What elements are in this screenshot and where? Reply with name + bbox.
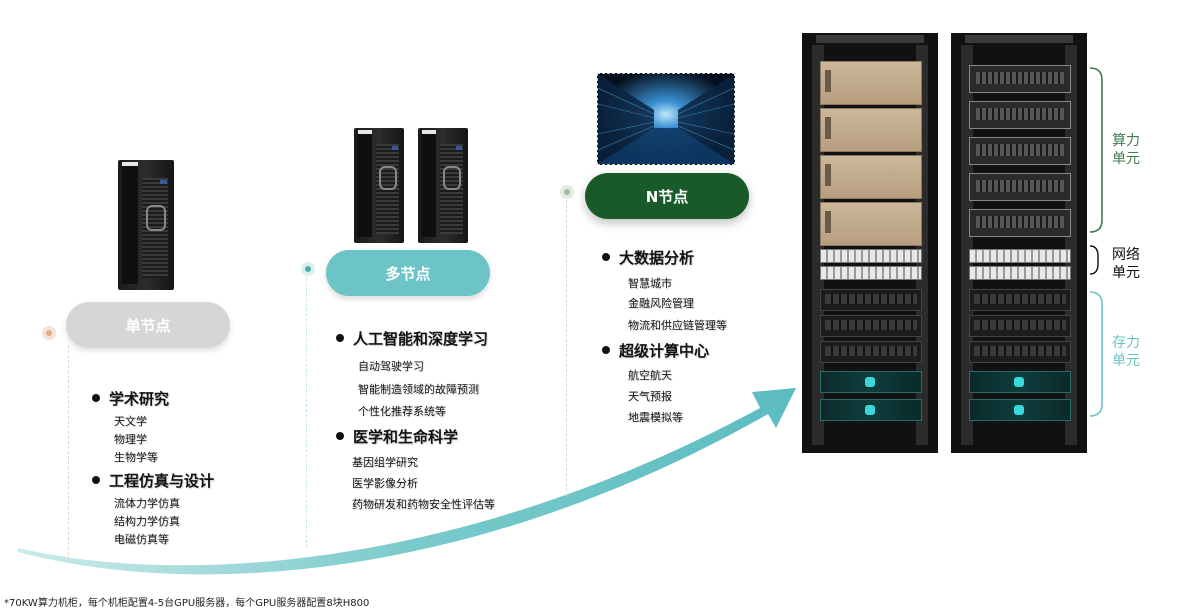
stage1-group1-title: 学术研究 [92, 388, 169, 409]
multi-node-server-image-1 [354, 128, 404, 243]
single-node-server-image [118, 160, 174, 290]
network-switch [820, 249, 922, 263]
timeline-line-3 [566, 200, 567, 496]
stage1-group1-item: 生物学等 [114, 451, 158, 464]
stage3-group1-title: 大数据分析 [602, 247, 694, 268]
rack-brackets [1089, 67, 1103, 417]
stage2-group1-item: 自动驾驶学习 [358, 360, 424, 373]
gpu-server [969, 101, 1071, 129]
stage1-group2-item: 流体力学仿真 [114, 497, 180, 510]
storage-server [820, 341, 922, 363]
gpu-server [969, 65, 1071, 93]
server-rack-2 [951, 33, 1087, 453]
stage3-group2-item: 航空航天 [628, 369, 672, 382]
gpu-server [820, 155, 922, 199]
gpu-server [820, 202, 922, 246]
single-node-pill: 单节点 [66, 302, 230, 348]
stage3-group2-item: 地震模拟等 [628, 411, 683, 424]
storage-server [969, 371, 1071, 393]
stage2-group1-title: 人工智能和深度学习 [336, 328, 488, 349]
storage-server [969, 399, 1071, 421]
storage-unit-label: 存力单元 [1112, 335, 1140, 369]
network-unit-label: 网络单元 [1112, 247, 1140, 281]
storage-server [820, 399, 922, 421]
stage1-group1-item: 物理学 [114, 433, 147, 446]
stage2-group2-item: 药物研发和药物安全性评估等 [352, 498, 495, 511]
multi-node-pill: 多节点 [326, 250, 490, 296]
data-center-image [597, 73, 735, 165]
storage-server [969, 289, 1071, 311]
stage1-group2-title: 工程仿真与设计 [92, 470, 214, 491]
stage2-group2-title: 医学和生命科学 [336, 426, 458, 447]
stage1-group2-item: 电磁仿真等 [114, 533, 169, 546]
network-switch [820, 266, 922, 280]
network-switch [969, 249, 1071, 263]
timeline-line-2 [306, 278, 307, 548]
stage3-group1-item: 智慧城市 [628, 277, 672, 290]
storage-server [969, 315, 1071, 337]
gpu-server [969, 137, 1071, 165]
stage2-group2-item: 医学影像分析 [352, 477, 418, 490]
stage3-group2-title: 超级计算中心 [602, 340, 709, 361]
gpu-server [969, 209, 1071, 237]
stage1-group1-item: 天文学 [114, 415, 147, 428]
stage3-group1-item: 物流和供应链管理等 [628, 319, 727, 332]
stage3-group1-item: 金融风险管理 [628, 297, 694, 310]
stage2-group1-item: 个性化推荐系统等 [358, 405, 446, 418]
compute-unit-label: 算力单元 [1112, 133, 1140, 167]
timeline-dot-2 [301, 262, 315, 276]
timeline-dot-1 [42, 326, 56, 340]
network-switch [969, 266, 1071, 280]
server-rack-1 [802, 33, 938, 453]
stage1-group2-item: 结构力学仿真 [114, 515, 180, 528]
timeline-line-1 [68, 345, 69, 560]
storage-server [820, 371, 922, 393]
gpu-server [820, 61, 922, 105]
storage-server [969, 341, 1071, 363]
n-node-pill: N节点 [585, 173, 749, 219]
storage-server [820, 315, 922, 337]
gpu-server [969, 173, 1071, 201]
storage-server [820, 289, 922, 311]
timeline-dot-3 [560, 185, 574, 199]
stage3-group2-item: 天气预报 [628, 390, 672, 403]
footnote: *70KW算力机柜，每个机柜配置4-5台GPU服务器，每个GPU服务器配置8块H… [4, 598, 370, 609]
multi-node-server-image-2 [418, 128, 468, 243]
stage2-group2-item: 基因组学研究 [352, 456, 418, 469]
gpu-server [820, 108, 922, 152]
stage2-group1-item: 智能制造领域的故障预测 [358, 383, 479, 396]
